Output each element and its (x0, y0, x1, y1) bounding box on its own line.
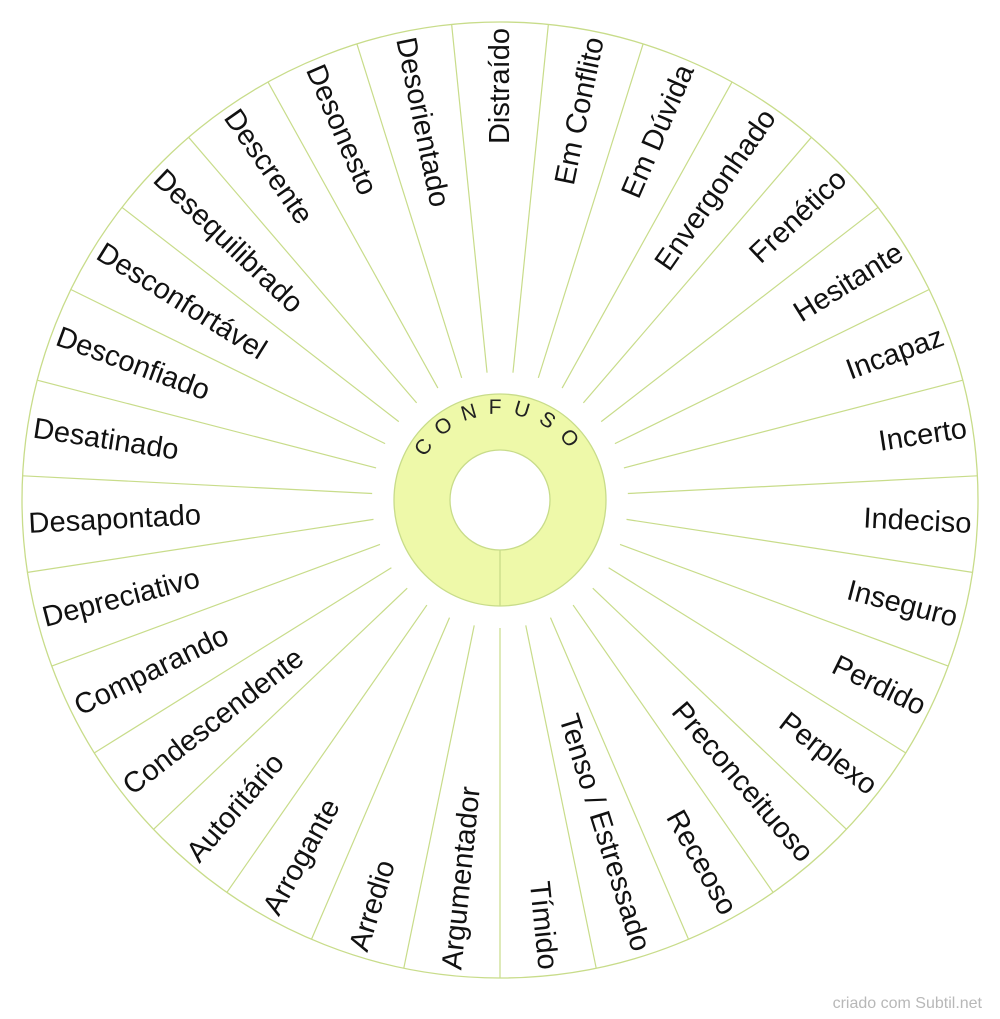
spoke-line (70, 288, 386, 445)
spoke-line (626, 518, 973, 573)
emotion-word: Distraído (484, 28, 516, 144)
spoke-line (121, 206, 400, 423)
wheel-spokes (22, 24, 978, 978)
spoke-line (614, 288, 930, 445)
spoke-line (403, 625, 475, 969)
hub-hole (449, 449, 551, 551)
wheel-hub: CONFUSO (393, 393, 607, 607)
spoke-line (153, 587, 408, 830)
spoke-line (310, 617, 451, 940)
spoke-line (37, 379, 377, 469)
spoke-line (549, 617, 690, 940)
credit-text: criado com Subtil.net (832, 995, 982, 1012)
spoke-line (600, 206, 879, 423)
spoke-line (188, 136, 418, 404)
spoke-line (572, 604, 774, 893)
spoke-line (561, 81, 733, 389)
spoke-line (619, 543, 949, 667)
spoke-line (22, 475, 373, 495)
spoke-line (27, 518, 374, 573)
spoke-line (51, 543, 381, 667)
spoke-line (226, 604, 428, 893)
spoke-line (267, 81, 439, 389)
spoke-line (623, 379, 963, 469)
spoke-line (525, 625, 597, 969)
spoke-line (592, 587, 847, 830)
spoke-line (451, 24, 488, 373)
emotion-word: Indeciso (863, 502, 972, 539)
spoke-line (356, 43, 463, 379)
spoke-line (512, 24, 549, 373)
spoke-line (608, 567, 906, 754)
spoke-line (537, 43, 644, 379)
spoke-line (627, 475, 978, 495)
spoke-line (94, 567, 392, 754)
spoke-line (582, 136, 812, 404)
